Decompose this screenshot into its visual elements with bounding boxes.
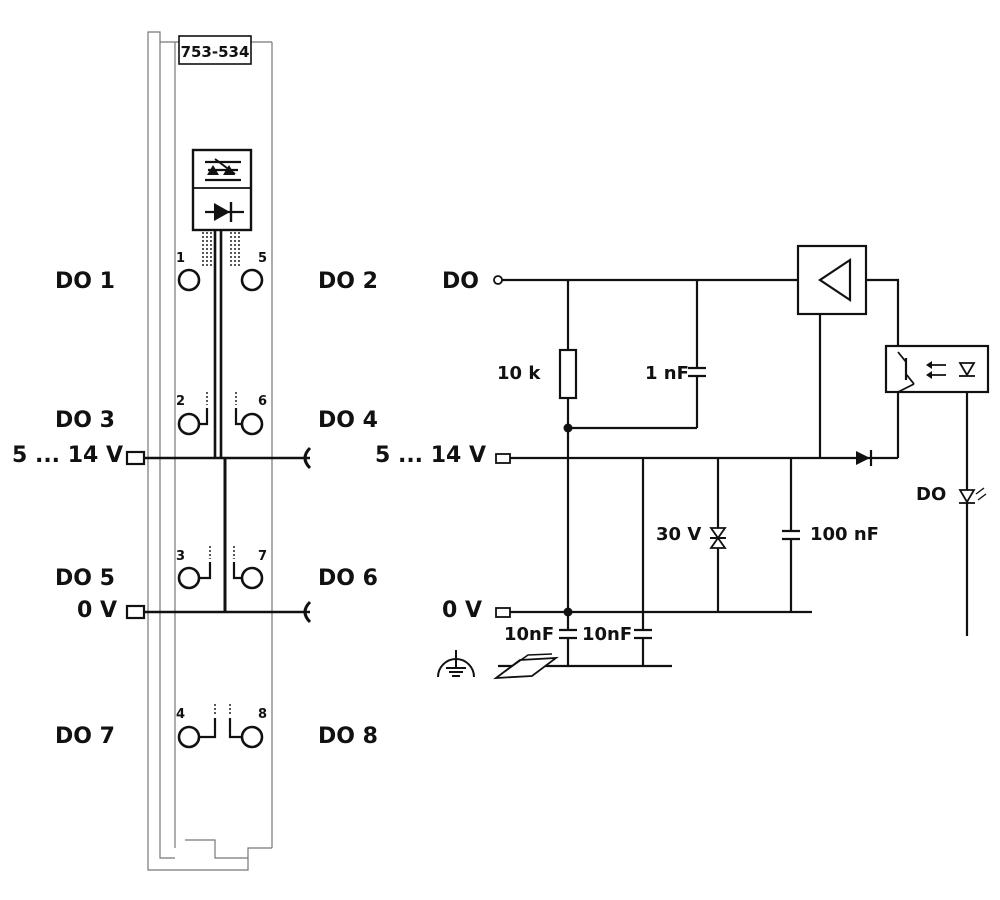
- model-label: 753-534: [181, 43, 250, 61]
- label-do5: DO 5: [55, 566, 115, 591]
- earth-icon: [437, 650, 475, 678]
- label-do7: DO 7: [55, 724, 115, 749]
- pin-3: 3: [176, 549, 185, 564]
- zener-label: 30 V: [656, 524, 701, 545]
- model-label-box: [178, 35, 252, 65]
- terminals: [177, 268, 264, 749]
- schematic-ground-label: 0 V: [442, 598, 482, 623]
- terminal-2: [177, 412, 201, 436]
- led-label: DO: [916, 484, 946, 505]
- label-ground-left: 0 V: [77, 598, 117, 623]
- supply-terminal: [495, 453, 511, 464]
- pin-4: 4: [176, 707, 185, 722]
- label-do3: DO 3: [55, 408, 115, 433]
- module-status-block: [191, 148, 253, 232]
- terminal-5: [240, 268, 264, 292]
- terminal-6: [240, 412, 264, 436]
- pin-2: 2: [176, 394, 185, 409]
- module-housing: [147, 31, 273, 871]
- ground-terminal: [495, 607, 511, 618]
- terminal-hooks: [199, 392, 242, 739]
- cap-1nf-label: 1 nF: [645, 363, 689, 384]
- pin-7: 7: [258, 549, 267, 564]
- cap-10nf-label-1: 10nF: [504, 624, 554, 645]
- resistor-label: 10 k: [497, 363, 541, 384]
- junction-dot: [563, 423, 573, 433]
- label-do6: DO 6: [318, 566, 378, 591]
- pin-8: 8: [258, 707, 267, 722]
- driver-block: [796, 244, 868, 316]
- module-supply-rail: [125, 446, 312, 470]
- status-led-icon: [958, 487, 987, 504]
- optocoupler-block: [884, 344, 990, 394]
- schematic-supply-label: 5 ... 14 V: [375, 443, 486, 468]
- pin-6: 6: [258, 394, 267, 409]
- module-ground-rail: [125, 600, 312, 624]
- terminal-8: [240, 725, 264, 749]
- terminal-1: [177, 268, 201, 292]
- schematic-do-label: DO: [442, 269, 479, 294]
- terminal-4: [177, 725, 201, 749]
- cap-10nf-label-2: 10nF: [582, 624, 632, 645]
- module-internal-wires: [202, 230, 240, 612]
- label-do8: DO 8: [318, 724, 378, 749]
- cap-100nf-label: 100 nF: [810, 524, 879, 545]
- label-do1: DO 1: [55, 269, 115, 294]
- terminal-3: [177, 566, 201, 590]
- pin-5: 5: [258, 251, 267, 266]
- label-do4: DO 4: [318, 408, 378, 433]
- label-do2: DO 2: [318, 269, 378, 294]
- resistor-10k: [558, 348, 578, 400]
- din-rail-icon: [493, 653, 559, 680]
- do-input-terminal: [493, 275, 503, 285]
- label-supply-left: 5 ... 14 V: [12, 443, 123, 468]
- pin-1: 1: [176, 251, 185, 266]
- terminal-7: [240, 566, 264, 590]
